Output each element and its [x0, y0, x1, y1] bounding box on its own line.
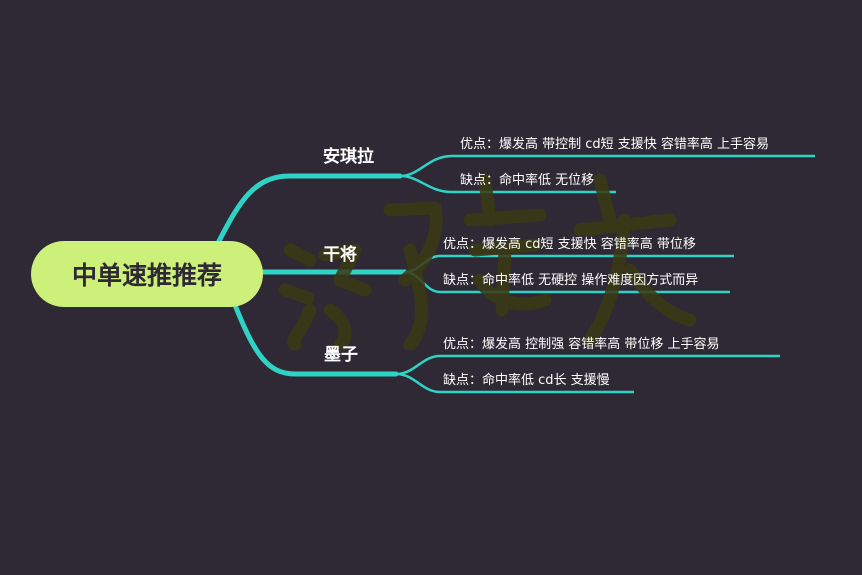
- leaf-ganjiang-cons[interactable]: 缺点：命中率低 无硬控 操作难度因方式而异: [443, 273, 699, 288]
- root-label: 中单速推推荐: [71, 261, 222, 290]
- branch-anqila[interactable]: 安琪拉: [323, 147, 374, 167]
- leaf-mozi-cons[interactable]: 缺点：命中率低 cd长 支援慢: [443, 373, 610, 388]
- leaf-anqila-cons[interactable]: 缺点：命中率低 无位移: [460, 173, 595, 188]
- connector-anqila-cons: [399, 174, 616, 194]
- leaf-mozi-pros[interactable]: 优点：爆发高 控制强 容错率高 带位移 上手容易: [443, 337, 720, 352]
- leaf-ganjiang-pros[interactable]: 优点：爆发高 cd短 支援快 容错率高 带位移: [443, 237, 696, 252]
- connector-root-mozi: [232, 302, 399, 377]
- branch-mozi[interactable]: 墨子: [324, 345, 358, 365]
- root-node[interactable]: 中单速推推荐: [31, 241, 263, 307]
- connector-mozi-cons: [395, 372, 634, 394]
- branch-ganjiang[interactable]: 干将: [323, 245, 357, 265]
- connector-root-anqila: [215, 173, 403, 246]
- leaf-anqila-pros[interactable]: 优点：爆发高 带控制 cd短 支援快 容错率高 上手容易: [460, 137, 770, 152]
